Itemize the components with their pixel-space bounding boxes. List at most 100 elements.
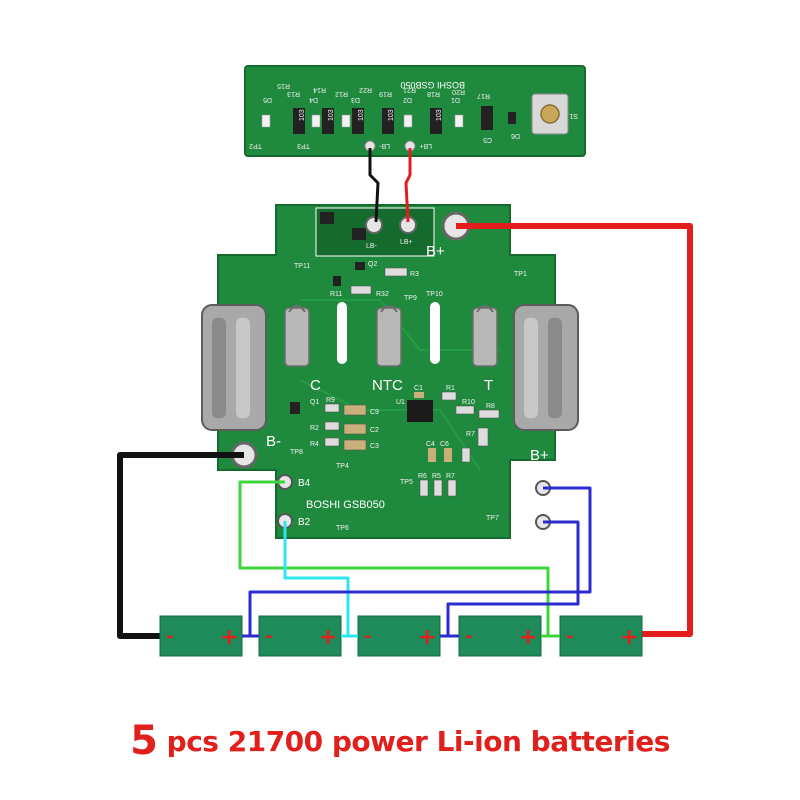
cell-3-plus: + [418,625,436,650]
led-board-r22: R22 [359,86,372,93]
label-tp9: TP9 [404,295,417,302]
switch-button [540,104,560,124]
label-tp6: TP6 [336,525,349,532]
wire-b3-blue [248,486,592,636]
led-board: BOSHI GSB050 TP2 TP3 R15 R13 R14 R12 R22… [244,65,586,157]
label-c9: C9 [370,409,379,416]
label-u1: U1 [396,399,405,406]
label-c: C [310,377,321,394]
caption: 5 pcs 21700 power Li-ion batteries [0,718,800,764]
led-board-smd-1: 103 [299,109,306,121]
battery-cell-5: - + [559,615,643,657]
label-b-plus-top: B+ [426,243,445,260]
wire-b2-cyan [283,521,350,636]
led-board-smd-3: 103 [358,109,365,121]
main-board-label: BOSHI GSB050 [306,499,385,511]
led-board-d4: D4 [309,96,318,103]
cell-5-minus: - [566,626,573,647]
cell-1-minus: - [166,626,173,647]
battery-cell-2: - + [258,615,342,657]
label-r8: R8 [486,403,495,410]
wire-b1-blue [446,520,580,636]
label-r7-lower: R7 [446,473,455,480]
led-board-d3: D3 [351,96,360,103]
label-c4: C4 [426,441,435,448]
label-r4: R4 [310,441,319,448]
ic-u1 [407,400,433,422]
battery-cell-4: - + [458,615,542,657]
label-tp8: TP8 [290,449,303,456]
led-board-d1: D1 [451,96,460,103]
led-board-s1: S1 [569,112,578,119]
led-board-tp2: TP2 [249,142,262,149]
label-r9: R9 [326,397,335,404]
cell-5-plus: + [620,625,638,650]
label-q2: Q2 [368,261,377,268]
led-board-smd-2: 103 [328,109,335,121]
terminal-clip-t [472,305,498,367]
led-board-r17: R17 [477,92,490,99]
label-lb-minus: LB- [366,243,378,250]
led-board-pad-label-lb-minus: LB- [378,142,390,149]
label-r3: R3 [410,271,419,278]
label-tp10: TP10 [426,291,443,298]
led-board-pad-label-lb-plus: LB+ [419,142,432,149]
label-tp11: TP11 [294,263,310,270]
label-tp7: TP7 [486,515,499,522]
smd-components [290,212,500,497]
cell-4-minus: - [465,626,472,647]
label-c3: C3 [370,443,379,450]
label-t: T [484,377,493,394]
led-board-r15: R15 [277,82,290,89]
led-board-smd-5: 103 [436,109,443,121]
battery-cell-1: - + [159,615,243,657]
led-board-smd-4: 103 [388,109,395,121]
cell-1-plus: + [220,625,238,650]
main-pad-lb-minus [365,216,383,234]
board-slot-left [337,302,347,364]
led-board-r19: R19 [379,90,392,97]
label-b3: B3 [516,484,529,495]
wire-b-plus-red [456,223,693,637]
caption-text: pcs 21700 power Li-ion batteries [157,725,671,758]
label-r5: R5 [432,473,441,480]
led-board-r13: R13 [287,90,300,97]
led-board-d5: D5 [263,96,272,103]
caption-number: 5 [130,718,158,764]
label-r2: R2 [310,425,319,432]
label-ntc: NTC [372,377,403,394]
led-board-resistors [293,106,493,134]
label-b-minus: B- [266,433,281,450]
label-b1: B1 [518,506,531,517]
terminal-clip-ntc [376,305,402,367]
led-board-r21: R21 [403,86,416,93]
wire-led-black [368,148,380,223]
side-contact-left [201,304,267,431]
board-slot-right [430,302,440,364]
main-board: BOSHI GSB050 LB- LB+ B+ C NTC T B- B+ B4… [201,204,579,539]
wires [117,148,693,639]
side-contact-right [513,304,579,431]
label-b-plus: B+ [530,447,549,464]
led-board-label: BOSHI GSB050 [400,80,465,90]
label-lb-plus: LB+ [400,239,413,246]
led-board-r12: R12 [335,90,348,97]
cell-3-minus: - [364,626,371,647]
led-board-c5: C5 [483,136,492,143]
label-r7-upper: R7 [466,431,475,438]
label-b4: B4 [298,478,311,489]
wire-b-minus-black [117,452,244,639]
label-r32: R32 [376,291,389,298]
label-c6: C6 [440,441,449,448]
label-r10: R10 [462,399,475,406]
terminal-clip-c [284,305,310,367]
led-board-d6: D6 [511,132,520,139]
led-board-tp3: TP3 [297,142,310,149]
label-r11: R11 [330,291,342,298]
wire-led-red [404,148,412,223]
battery-cells: - + - + - + - + - + [159,615,643,657]
label-r1: R1 [446,385,455,392]
led-board-d2: D2 [403,96,412,103]
cell-2-plus: + [319,625,337,650]
